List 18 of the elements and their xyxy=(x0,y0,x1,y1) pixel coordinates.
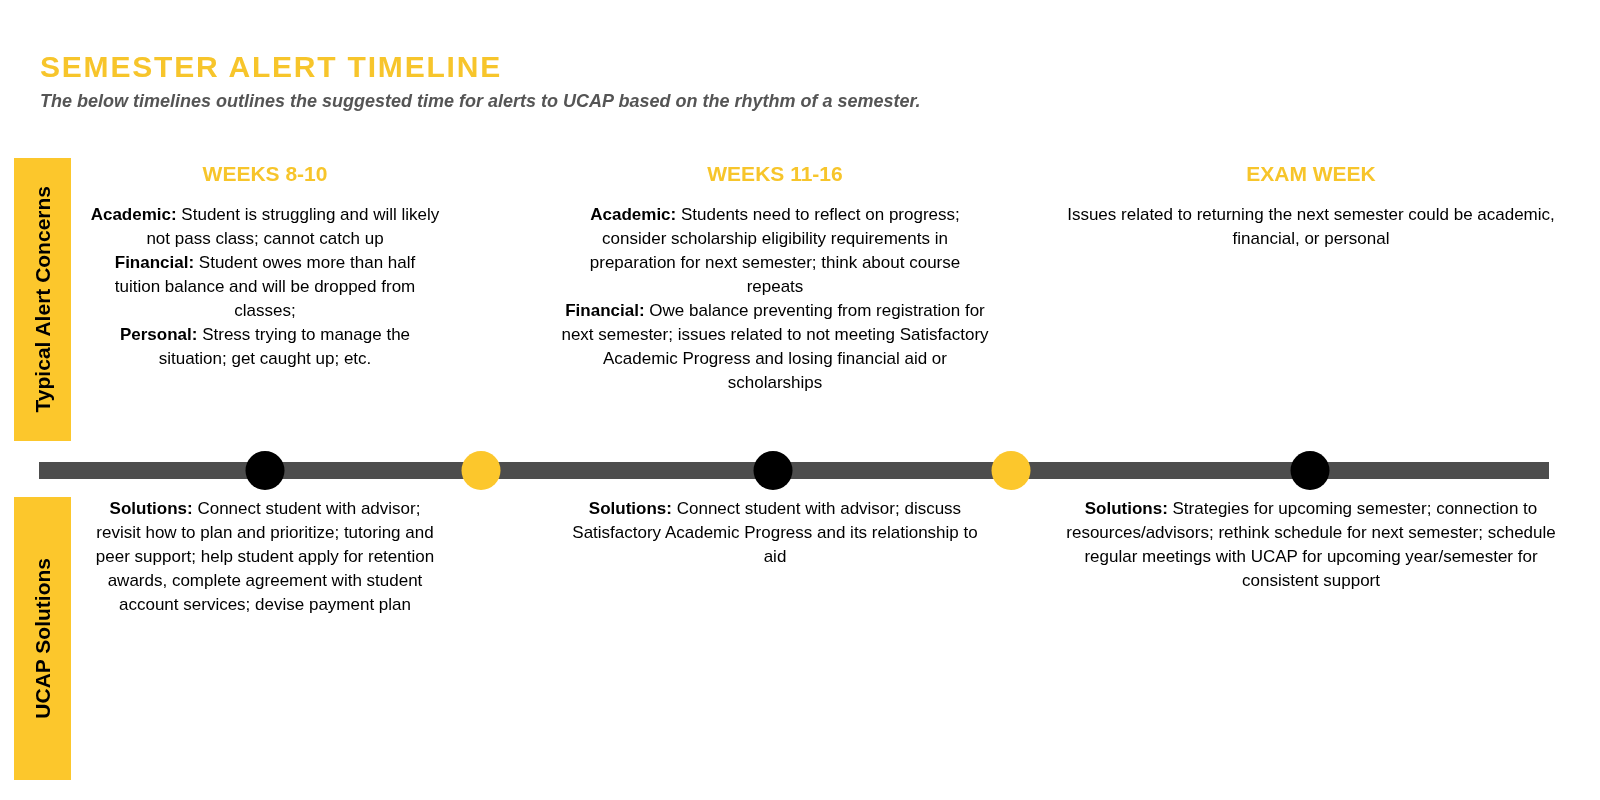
column-heading: WEEKS 8-10 xyxy=(202,161,328,187)
subtitle: The below timelines outlines the suggested time for alerts to UCAP based on the rhythm of a semester. xyxy=(40,90,921,113)
title: SEMESTER ALERT TIMELINE xyxy=(40,49,502,85)
description-text: Solutions: Connect student with advisor; discuss Satisfactory Academic Progress and its relationship to aid xyxy=(571,498,979,568)
side-band xyxy=(14,497,71,780)
column-heading: EXAM WEEK xyxy=(1246,161,1376,187)
band-label: UCAP Solutions xyxy=(29,558,55,719)
description-text: Academic: Student is struggling and will likely not pass class; cannot catch up xyxy=(90,204,440,250)
description-text: Financial: Owe balance preventing from registration for next semester; issues related to not meeting Satisfactory Academic Progress and losing financial aid or scholarships xyxy=(560,300,990,394)
band-label: Typical Alert Concerns xyxy=(29,186,55,413)
side-band xyxy=(14,158,71,441)
description-text: Academic: Students need to reflect on progress; consider scholarship eligibility requirements in preparation for next semester; think about course repeats xyxy=(588,204,962,298)
description-text: Issues related to returning the next semester could be academic, financial, or personal xyxy=(1066,204,1556,250)
description-text: Solutions: Connect student with advisor; revisit how to plan and prioritize; tutoring and peer support; help student apply for retention awards, complete agreement with student account services; devise payment plan xyxy=(94,498,436,616)
description-text: Personal: Stress trying to manage the situation; get caught up; etc. xyxy=(118,324,412,370)
column-heading: WEEKS 11-16 xyxy=(707,161,843,187)
description-text: Financial: Student owes more than half tuition balance and will be dropped from classes; xyxy=(113,252,417,322)
description-text: Solutions: Strategies for upcoming semester; connection to resources/advisors; rethink schedule for next semester; schedule regular meetings with UCAP for upcoming year/semester for consistent support xyxy=(1065,498,1557,592)
